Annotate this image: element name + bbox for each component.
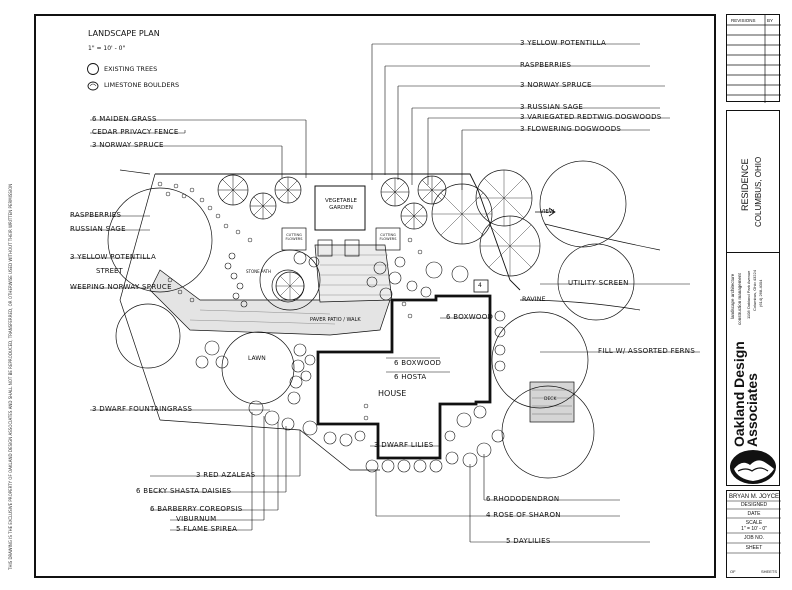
dogwood-symbols xyxy=(431,169,541,277)
callout-shasta-daisies: 6 BECKY SHASTA DAISIES xyxy=(136,487,232,495)
existing-tree-utility xyxy=(557,243,635,321)
revisions-by: BY xyxy=(767,18,774,23)
sheets-label: SHEETS xyxy=(761,569,778,574)
date-label: DATE xyxy=(747,511,761,517)
cutting-flowers-label-2: CUTTING FLOWERS xyxy=(379,233,397,241)
landscape-plan-drawing xyxy=(70,43,700,543)
designer-name: BRYAN M. JOYCE xyxy=(728,494,780,500)
existing-tree-deck xyxy=(501,385,595,479)
callout-flowering-dogwoods: 3 FLOWERING DOGWOODS xyxy=(520,125,622,133)
callout-raspberries-left: RASPBERRIES xyxy=(70,211,122,219)
deck-label: DECK xyxy=(544,397,557,402)
project-box: RESIDENCE COLUMBUS, OHIO xyxy=(726,110,780,258)
vegetable-garden-label: VEGETABLE GARDEN xyxy=(325,198,357,211)
callout-viburnum: VIBURNUM xyxy=(176,515,217,523)
callout-boxwood-mid: 6 BOXWOOD xyxy=(394,359,442,367)
callout-red-azaleas: 3 RED AZALEAS xyxy=(196,471,256,479)
callout-russian-sage-right: 3 RUSSIAN SAGE xyxy=(520,103,584,111)
firm-phone: (614) 268-4004 xyxy=(758,279,763,307)
callout-assorted-ferns: FILL W/ ASSORTED FERNS xyxy=(598,347,696,355)
callout-norway-spruce-left: 3 NORWAY SPRUCE xyxy=(92,141,164,149)
deck-shape xyxy=(529,381,575,423)
callout-flame-spirea: 5 FLAME SPIREA xyxy=(176,525,238,533)
lawn-label: LAWN xyxy=(248,355,266,362)
firm-logo xyxy=(730,450,776,484)
house-label: HOUSE xyxy=(378,389,407,398)
view-arrow xyxy=(535,207,556,217)
house-outline xyxy=(316,294,492,460)
callout-raspberries-right: RASPBERRIES xyxy=(520,61,572,69)
street-label: STREET xyxy=(96,267,123,275)
firm-name: Oakland Design Associates xyxy=(731,341,761,447)
designer-label: DESIGNED xyxy=(740,502,768,508)
callout-yellow-potentilla-left: 3 YELLOW POTENTILLA xyxy=(70,253,157,261)
revisions-table: REVISIONS BY xyxy=(726,14,781,103)
plan-title: LANDSCAPE PLAN xyxy=(88,29,160,38)
firm-box: landscape architecture construction mana… xyxy=(726,252,780,486)
firm-address-2: Columbus, Ohio 43224 xyxy=(752,270,757,311)
callout-cedar-privacy-fence: CEDAR PRIVACY FENCE xyxy=(92,128,179,136)
callout-norway-spruce-right: 3 NORWAY SPRUCE xyxy=(520,81,592,89)
callout-ornamental-grass: 6 MAIDEN GRASS xyxy=(92,115,157,123)
legend-existing-trees: EXISTING TREES xyxy=(104,65,158,73)
callout-weeping-norway-spruce: WEEPING NORWAY SPRUCE xyxy=(70,283,172,291)
project-location: COLUMBUS, OHIO xyxy=(754,156,763,227)
callout-leaders xyxy=(70,43,700,543)
ravine-label: RAVINE xyxy=(522,295,546,303)
paver-patio-label: PAVER PATIO / WALK xyxy=(310,317,361,323)
callout-russian-sage-left: RUSSIAN SAGE xyxy=(70,225,126,233)
existing-tree-large-1 xyxy=(107,187,213,293)
callout-hosta: 6 HOSTA xyxy=(394,373,427,381)
callout-rhododendron: 6 RHODODENDRON xyxy=(486,495,560,503)
drawing-frame xyxy=(34,14,716,578)
plan-scale: 1" = 10' - 0" xyxy=(88,45,126,52)
boulder-dots xyxy=(157,181,423,421)
existing-tree-icon xyxy=(87,63,99,75)
callout-variegated-redtwig: 3 VARIEGATED REDTWIG DOGWOODS xyxy=(520,113,662,121)
existing-tree-view xyxy=(539,160,627,248)
existing-tree-lawn xyxy=(221,331,295,405)
vegetable-garden-bed xyxy=(314,185,366,231)
job-label: JOB NO. xyxy=(743,535,764,541)
callout-utility-screen: UTILITY SCREEN xyxy=(568,279,629,287)
callout-rose-of-sharon: 4 ROSE OF SHARON xyxy=(486,511,561,519)
title-block: REVISIONS BY RESIDENCE COLUMBUS, OHIO la… xyxy=(726,14,781,578)
callout-barberry-coreopsis: 6 BARBERRY COREOPSIS xyxy=(150,505,243,513)
existing-tree-large-2 xyxy=(115,303,181,369)
boulder-icon xyxy=(87,81,99,91)
cutting-flowers-label-1: CUTTING FLOWERS xyxy=(285,233,303,241)
callout-dwarf-lilies: 3 DWARF LILIES xyxy=(374,441,434,449)
revisions-header: REVISIONS xyxy=(731,18,756,23)
property-line-north xyxy=(155,173,521,291)
shrub-symbols xyxy=(195,251,506,473)
firm-tagline: landscape architecture xyxy=(730,273,735,319)
firm-tagline-2: construction management xyxy=(737,273,742,325)
view-label: VIEW xyxy=(540,209,555,215)
box-number-label: 4 xyxy=(478,282,482,289)
legend-symbols xyxy=(87,63,99,91)
paver-patio-shape xyxy=(314,244,393,303)
callout-daylilies: 5 DAYLILIES xyxy=(506,537,551,545)
callout-dwarf-fountaingrass: 3 DWARF FOUNTAINGRASS xyxy=(92,405,193,413)
project-name: RESIDENCE xyxy=(740,158,750,211)
existing-tree-ravine xyxy=(491,311,589,409)
sheet-label: SHEET xyxy=(745,545,763,551)
legend-limestone-boulders: LIMESTONE BOULDERS xyxy=(104,81,180,89)
scale-label: SCALE xyxy=(745,520,763,526)
scale-value: 1" = 10' - 0" xyxy=(741,526,767,532)
callout-yellow-potentilla: 3 YELLOW POTENTILLA xyxy=(520,39,607,47)
of-label: OF xyxy=(730,569,736,574)
firm-address-1: 1108 Oakland Park Avenue xyxy=(746,270,751,319)
callout-boxwood-right: 6 BOXWOOD xyxy=(446,313,494,321)
cutting-flowers-bed-2 xyxy=(375,227,401,251)
stone-path-label: STONE PATH xyxy=(246,269,271,274)
copyright-notice: THIS DRAWING IS THE EXCLUSIVE PROPERTY O… xyxy=(8,183,13,570)
sheet-info-box: BRYAN M. JOYCE DESIGNED DATE SCALE 1" = … xyxy=(726,490,781,578)
